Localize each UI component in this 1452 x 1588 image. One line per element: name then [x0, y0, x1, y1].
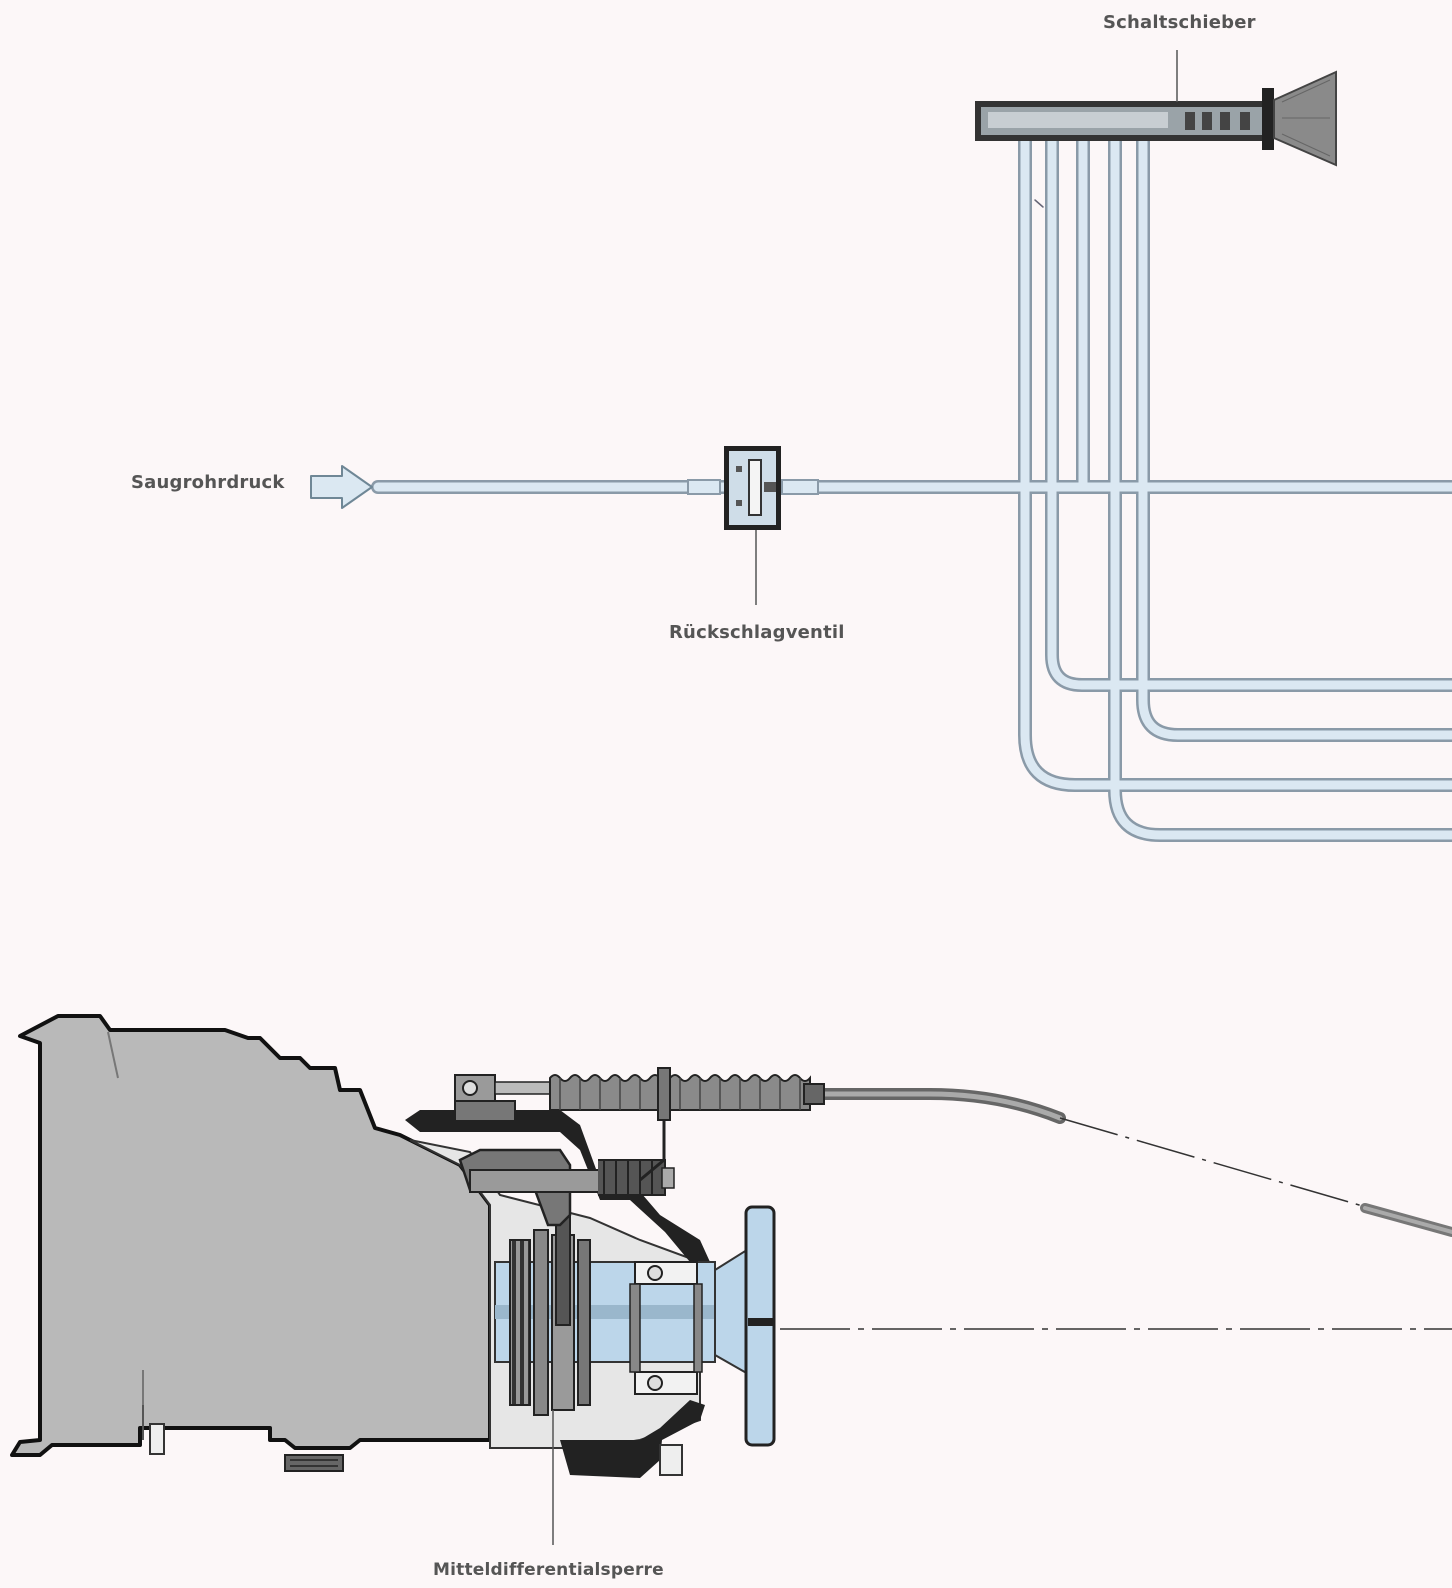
check-valve-label: Rückschlagventil	[669, 622, 845, 643]
shift-fork	[458, 1148, 675, 1227]
shift-slide-label: Schaltschieber	[1103, 12, 1256, 33]
check-valve	[687, 446, 819, 530]
intake-pressure-label: Saugrohrdruck	[131, 472, 285, 493]
vacuum-actuator	[454, 1067, 825, 1182]
actuator-cable	[814, 1088, 1452, 1237]
output-shaft	[494, 1205, 776, 1447]
center-diff-lock-label: Mitteldifferentialsperre	[433, 1560, 664, 1580]
intake-pressure-arrow	[310, 465, 373, 509]
gearbox-housing	[10, 1014, 492, 1472]
vacuum-pipes	[371, 133, 1452, 842]
shift-slide-valve	[975, 70, 1337, 167]
